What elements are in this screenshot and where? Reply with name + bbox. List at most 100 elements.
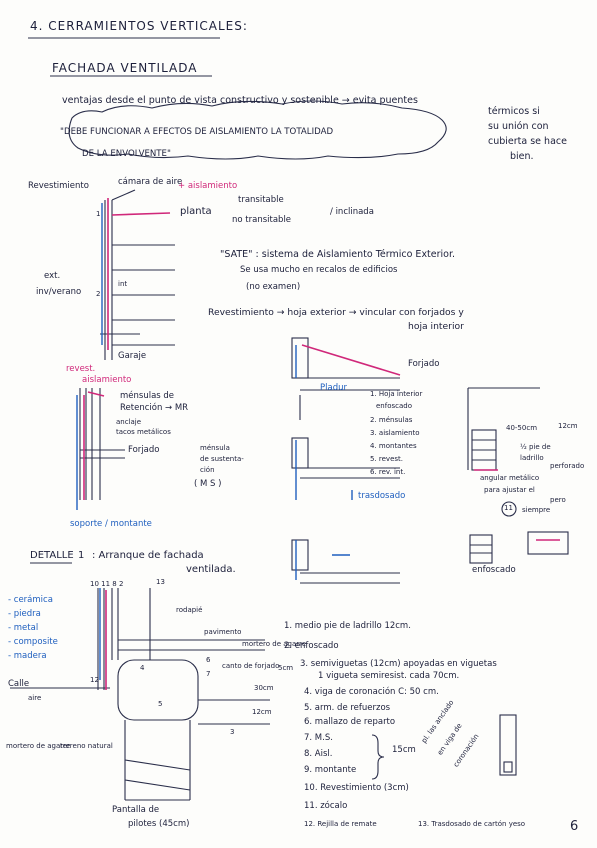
material-ceramica: - cerámica	[8, 595, 53, 605]
detalle-dim5: 5cm	[278, 664, 294, 672]
legend-12: 12. Rejilla de remate	[304, 820, 377, 828]
rd-dim2: 12cm	[558, 422, 578, 430]
sd-list1b: enfoscado	[376, 402, 413, 410]
detalle-text1: : Arranque de fachada	[92, 550, 204, 561]
sd-list3: 3. aislamiento	[370, 429, 420, 437]
detalle-number: 1	[78, 550, 85, 561]
revest-note-line2: hoja interior	[408, 321, 464, 332]
label-garaje: Garaje	[118, 351, 147, 361]
s2-revest: revest.	[66, 364, 96, 374]
detalle-num4: 4	[140, 664, 145, 672]
rd-brick3: perforado	[550, 462, 585, 470]
detalle-calle: Calle	[8, 679, 30, 689]
legend-3b: 1 vigueta semiresist. cada 70cm.	[318, 671, 460, 681]
label-num2: 2	[96, 290, 101, 298]
legend-13: 13. Trasdosado de cartón yeso	[418, 820, 526, 828]
s2-soporte: soporte / montante	[70, 519, 152, 529]
legend-brace: 15cm	[392, 745, 416, 755]
rd-circle-num: 11	[504, 504, 513, 512]
legend-11: 11. zócalo	[304, 801, 348, 811]
advantages-line1: ventajas desde el punto de vista constru…	[62, 95, 418, 106]
detalle-mortero-agarre: mortero de agarre	[242, 640, 307, 648]
legend-9: 9. montante	[304, 765, 357, 775]
detalle-num3: 3	[230, 728, 235, 736]
s2-sustentacion: de sustenta-	[200, 455, 244, 463]
sate-line1: "SATE" : sistema de Aislamiento Térmico …	[220, 249, 456, 260]
revest-note-line1: Revestimiento → hoja exterior → vincular…	[208, 307, 464, 318]
detalle-pantalla2: pilotes (45cm)	[128, 819, 190, 829]
rd-brick1: ½ pie de	[520, 443, 551, 451]
rd-enfoscado: enfoscado	[472, 565, 516, 575]
sd-list5: 5. revest.	[370, 455, 404, 463]
sate-line3: (no examen)	[246, 282, 301, 292]
advantages-line2: térmicos si	[488, 106, 540, 117]
legend-1: 1. medio pie de ladrillo 12cm.	[284, 621, 411, 631]
s2-aislamiento: aislamiento	[82, 375, 132, 385]
detalle-num13: 13	[156, 578, 165, 586]
label-int: int	[118, 280, 128, 288]
detalle-dim12: 12cm	[252, 708, 272, 716]
legend-2: 2. enfoscado	[284, 641, 339, 651]
label-camara: cámara de aire	[118, 177, 183, 187]
detalle-canto: canto de forjado	[222, 662, 280, 670]
rd-angle3: pero	[550, 496, 566, 504]
label-ext: ext.	[44, 271, 61, 281]
s2-mensulas: ménsulas de	[120, 391, 175, 401]
sd-trasdosado: trasdosado	[358, 491, 406, 501]
legend-8: 8. Aisl.	[304, 749, 333, 759]
page-heading: 4. CERRAMIENTOS VERTICALES:	[30, 19, 248, 33]
legend-4: 4. viga de coronación C: 50 cm.	[304, 687, 439, 697]
rd-brick2: ladrillo	[520, 454, 544, 462]
s2-anclaje: anclaje	[116, 418, 142, 426]
advantages-line5: bien.	[510, 151, 534, 162]
legend-10: 10. Revestimiento (3cm)	[304, 783, 409, 793]
label-revestimiento: Revestimiento	[28, 181, 89, 191]
rd-dim1: 40-50cm	[506, 424, 538, 432]
sd-list2: 2. ménsulas	[370, 416, 413, 424]
legend-3: 3. semiviguetas (12cm) apoyadas en vigue…	[300, 659, 497, 669]
s2-tacos: tacos metálicos	[116, 428, 171, 436]
material-piedra: - piedra	[8, 609, 41, 619]
sd-forjado: Forjado	[408, 359, 440, 369]
material-composite: - composite	[8, 637, 58, 647]
sd-list4: 4. montantes	[370, 442, 417, 450]
legend-6: 6. mallazo de reparto	[304, 717, 396, 727]
label-num1: 1	[96, 210, 101, 218]
sate-line2: Se usa mucho en recalos de edificios	[240, 265, 398, 275]
label-inv-verano: inv/verano	[36, 287, 82, 297]
sd-list1: 1. Hoja interior	[370, 390, 423, 398]
rd-angle2: para ajustar el	[484, 486, 535, 494]
detalle-rodapie: rodapié	[176, 606, 203, 614]
detalle-title: DETALLE	[30, 550, 74, 561]
label-aislamiento: + aislamiento	[178, 181, 238, 191]
detalle-nums-top: 10 11 8 2	[90, 580, 124, 588]
detalle-terreno: terreno natural	[60, 742, 113, 750]
rd-angle4: siempre	[522, 506, 551, 514]
s2-forjado: Forjado	[128, 445, 160, 455]
rd-angle1: angular metálico	[480, 474, 540, 482]
detalle-num6: 6	[206, 656, 211, 664]
detalle-text2: ventilada.	[186, 564, 236, 575]
legend-7: 7. M.S.	[304, 733, 333, 743]
s2-retencion: Retención → MR	[120, 403, 189, 413]
sd-pladur: Pladur	[320, 383, 347, 393]
detalle-num12: 12	[90, 676, 99, 684]
s2-mensula-de: ménsula	[200, 444, 230, 452]
page-number: 6	[570, 819, 579, 834]
detalle-pavimento: pavimento	[204, 628, 242, 636]
label-no-transitable: no transitable	[232, 215, 292, 225]
legend-5: 5. arm. de refuerzos	[304, 703, 391, 713]
sd-list6: 6. rev. int.	[370, 468, 406, 476]
s2-cion: ción	[200, 466, 215, 474]
material-metal: - metal	[8, 623, 39, 633]
detalle-aire: aire	[28, 694, 42, 702]
detalle-num5: 5	[158, 700, 163, 708]
detalle-num7: 7	[206, 670, 211, 678]
quote-line2: DE LA ENVOLVENTE"	[82, 149, 171, 159]
label-transitable: transitable	[238, 195, 284, 205]
s2-ms: ( M S )	[194, 479, 222, 489]
detalle-dim30: 30cm	[254, 684, 274, 692]
quote-line1: "DEBE FUNCIONAR A EFECTOS DE AISLAMIENTO…	[60, 127, 334, 137]
